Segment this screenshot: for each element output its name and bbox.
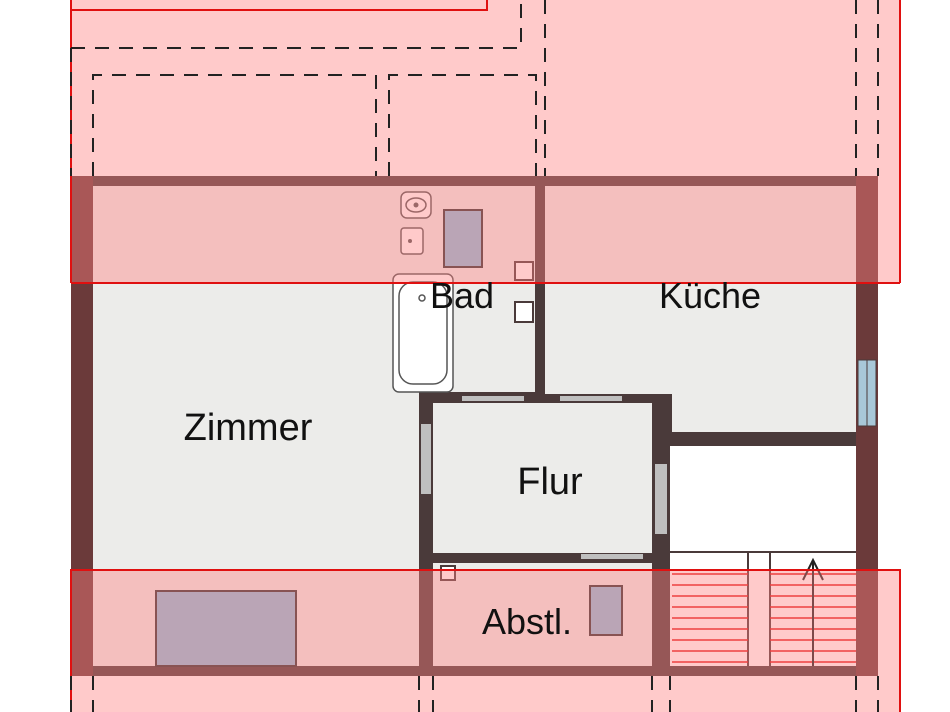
flur-floor: [433, 403, 652, 553]
door-kueche-flur: [560, 396, 622, 401]
left-wall: [71, 176, 93, 676]
door-bad-flur: [462, 396, 524, 401]
shaft-lower: [514, 301, 534, 323]
lower-highlight-outline: [70, 569, 901, 712]
stair-steps: [672, 573, 856, 663]
stair-arrow-icon: [802, 557, 824, 666]
sink-icon: [400, 227, 424, 255]
bathroom-cabinet: [443, 209, 483, 268]
door-flur-abstl: [581, 554, 643, 559]
label-zimmer: Zimmer: [184, 407, 313, 449]
label-bad: Bad: [430, 275, 494, 316]
upper-highlight-area: [71, 0, 900, 283]
highlight-overlays: [70, 0, 901, 712]
abstl-furniture: [589, 585, 623, 636]
label-kueche: Küche: [659, 275, 761, 316]
bathtub-icon: [392, 273, 454, 393]
floor-plan-base: [71, 176, 878, 676]
room-labels: Zimmer Bad Küche Flur Abstl.: [184, 275, 761, 642]
toilet-icon: [400, 191, 432, 219]
dashed-guides: [70, 0, 879, 712]
shaft-upper: [514, 261, 534, 281]
label-abstellraum: Abstl.: [482, 601, 572, 642]
zimmer-floor: [93, 186, 419, 666]
label-flur: Flur: [517, 461, 583, 503]
door-zimmer-flur: [421, 424, 431, 494]
kueche-floor: [545, 186, 856, 394]
lower-highlight-area: [71, 570, 900, 712]
stair-landing: [670, 446, 856, 552]
door-flur-stair: [655, 464, 667, 534]
kueche-floor-lower: [672, 380, 856, 432]
zimmer-furniture: [155, 590, 297, 667]
